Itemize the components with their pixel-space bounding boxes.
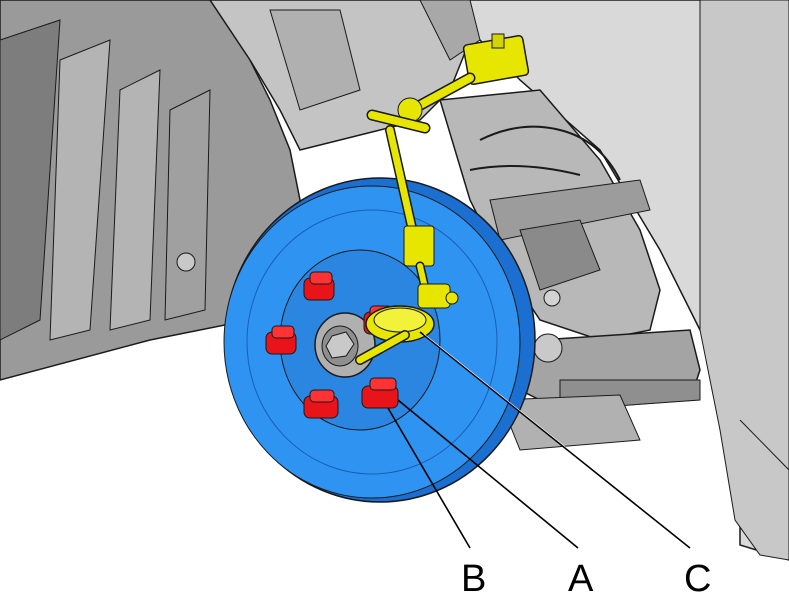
callout-label-c: C xyxy=(684,558,712,600)
callout-label-b: B xyxy=(461,558,487,600)
lug-stud xyxy=(265,325,297,355)
leader-line-b xyxy=(387,407,471,549)
leader-line-c xyxy=(419,331,691,549)
lug-stud xyxy=(303,389,339,419)
wheel-arch-liner xyxy=(0,0,301,381)
leader-line-a xyxy=(397,399,579,549)
callout-label-a: A xyxy=(568,558,594,600)
suspension-assembly xyxy=(439,89,701,451)
dial-indicator xyxy=(355,33,530,365)
leader-lines xyxy=(387,331,693,549)
lug-stud xyxy=(303,271,335,301)
lug-stud xyxy=(361,377,399,409)
